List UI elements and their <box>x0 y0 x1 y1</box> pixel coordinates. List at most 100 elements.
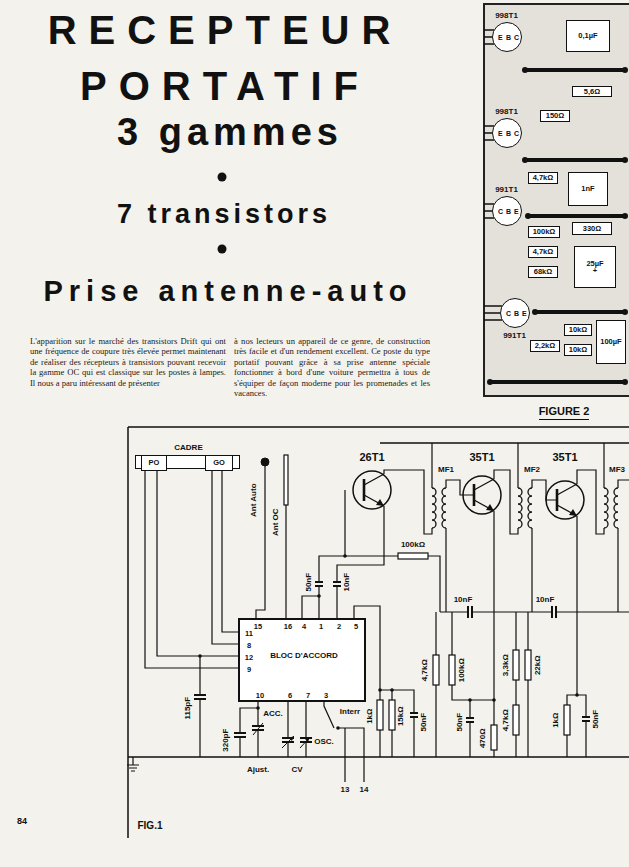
transistor-name: 35T1 <box>552 452 577 464</box>
solder-pad <box>622 379 628 385</box>
component-value: 50nF <box>456 713 464 732</box>
node-heading: CADRE <box>174 444 202 452</box>
solder-pad <box>522 157 528 163</box>
transformer-name: MF1 <box>438 466 454 474</box>
figure-1-schematic <box>127 427 629 838</box>
junction-dot <box>492 698 496 702</box>
antenna-rod <box>284 455 288 505</box>
solder-pad <box>525 213 531 219</box>
ferrite-rod: CADREPOGO <box>135 455 240 469</box>
junction-dots <box>198 554 579 730</box>
junction-dot <box>198 654 202 658</box>
coil <box>518 488 522 528</box>
copper-trace <box>490 70 625 382</box>
node-text: GO <box>213 459 225 467</box>
pin-number: 12 <box>245 654 253 662</box>
node-text: 4,7kΩ <box>533 248 554 256</box>
component-box: 10kΩ <box>564 344 592 356</box>
junction-dot <box>343 554 347 558</box>
transistor-symbol: 991T1CBE <box>500 298 530 328</box>
node-text: 68kΩ <box>534 268 553 276</box>
pin-number: 4 <box>302 623 306 631</box>
junction-dot <box>575 693 579 697</box>
coil <box>528 488 532 528</box>
coil <box>614 488 618 528</box>
transistor-name: 35T1 <box>469 452 494 464</box>
pin-letter: B <box>506 208 511 215</box>
tuning-block: BLOC D'ACCORD1516412511812910673 <box>238 618 366 702</box>
subtitle: Prise antenne-auto <box>43 276 412 306</box>
pin-letter: C <box>514 34 519 41</box>
component-box: 4,7kΩ <box>528 246 558 258</box>
circuit-board <box>484 4 629 396</box>
component-box: 4,7kΩ <box>528 172 558 184</box>
node-text: 25µF <box>586 260 603 268</box>
component-value: 4,7kΩ <box>421 659 429 681</box>
wire-line <box>157 471 238 656</box>
node-text: 150Ω <box>546 112 565 120</box>
component-value: 115pF <box>184 697 192 720</box>
component-value: 10nF <box>536 596 555 604</box>
pin-number: 6 <box>288 692 292 700</box>
switch-label: Interr <box>340 708 360 716</box>
pin-letter: E <box>498 34 503 41</box>
wire-line <box>222 471 238 632</box>
junction-dot <box>390 688 394 692</box>
solder-pad <box>532 309 538 315</box>
page-title: RECEPTEUR PORTATIF <box>20 2 430 114</box>
resistor-symbol <box>433 655 439 685</box>
pin-letter: E <box>498 130 503 137</box>
component-value: OSC. <box>314 738 334 746</box>
node-text: 4,7kΩ <box>533 174 554 182</box>
pin-number: 16 <box>284 623 292 631</box>
component-box: 10kΩ <box>564 324 592 336</box>
terminal-number: 13 <box>341 786 350 794</box>
transistor-symbol <box>353 471 391 509</box>
subtitle: 7 transistors <box>117 200 331 228</box>
coil-winding: GO <box>205 455 233 471</box>
capacitor-plates <box>194 582 590 742</box>
switch-contact <box>336 726 340 730</box>
resistor-symbol <box>513 705 519 735</box>
solder-pads <box>487 67 628 385</box>
transformer-name: MF3 <box>609 466 625 474</box>
emitter-arrow <box>376 499 577 516</box>
component-value: 320pF <box>223 728 231 751</box>
solder-pad <box>622 213 628 219</box>
wire <box>256 466 286 618</box>
node-text: + <box>593 267 597 275</box>
pin-number: 11 <box>245 630 253 638</box>
wire-line <box>212 471 238 644</box>
pin-number: 2 <box>337 623 341 631</box>
pin-number: 15 <box>254 623 262 631</box>
component-box: 1nF <box>568 172 608 206</box>
resistor-symbol <box>398 553 428 559</box>
node-text: 10kΩ <box>569 326 588 334</box>
coil <box>442 488 446 528</box>
bullet-dot <box>218 173 227 182</box>
component-value: 100kΩ <box>401 541 425 549</box>
component-value: 22kΩ <box>534 655 542 675</box>
node-text: 10kΩ <box>569 346 588 354</box>
component-box: 2,2kΩ <box>530 340 560 352</box>
component-box: 100µF <box>596 320 626 364</box>
resistor-symbol <box>389 700 395 730</box>
coil-winding: PO <box>141 455 167 471</box>
variable-capacitor-arrow <box>253 723 310 748</box>
wire-connector <box>222 471 238 632</box>
component-box: 100kΩ <box>528 226 560 238</box>
pin-letter: B <box>506 130 511 137</box>
ground-symbol <box>127 757 139 771</box>
component-value: CV <box>291 766 302 774</box>
transistor-symbol: 998T1EBC <box>492 118 522 148</box>
junction-dot <box>317 594 321 598</box>
pin-letter: B <box>514 310 519 317</box>
figure-2-board <box>484 4 629 396</box>
intro-paragraph: L'apparition sur le marché des transisto… <box>30 336 226 388</box>
pin-number: 8 <box>247 642 251 650</box>
junction-dot <box>378 688 382 692</box>
resistor-symbol <box>513 650 519 680</box>
solder-pad <box>487 379 493 385</box>
wire-connector <box>157 471 238 656</box>
